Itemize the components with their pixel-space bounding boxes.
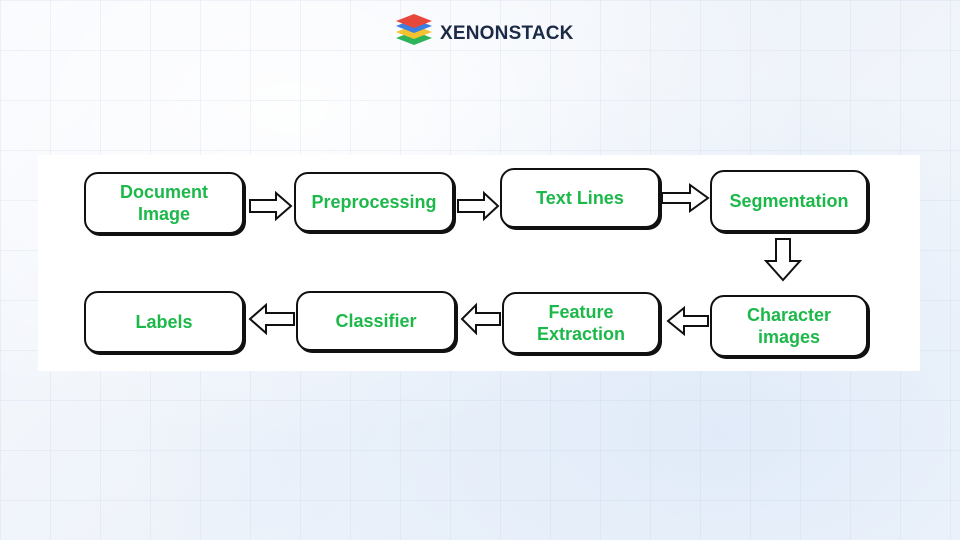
node-labels: Labels — [84, 291, 244, 353]
node-label: Labels — [135, 312, 193, 332]
node-label: Character images — [746, 305, 832, 347]
arrow-document-to-preprocessing — [249, 190, 293, 222]
node-feature-extraction: Feature Extraction — [502, 292, 660, 354]
xenonstack-logo-icon — [396, 14, 432, 45]
node-label: Classifier — [335, 311, 417, 331]
arrow-segmentation-to-character-images — [763, 238, 803, 282]
brand-header: XENONSTACK — [394, 14, 574, 54]
node-label: Document Image — [119, 182, 208, 224]
arrow-preprocessing-to-text-lines — [457, 190, 500, 222]
node-text-lines: Text Lines — [500, 168, 660, 228]
arrow-feature-extraction-to-classifier — [460, 302, 501, 336]
node-label: Feature Extraction — [536, 302, 626, 344]
brand-name: XENONSTACK — [440, 23, 574, 44]
node-character-images: Character images — [710, 295, 868, 357]
node-preprocessing: Preprocessing — [294, 172, 454, 232]
node-document-image: Document Image — [84, 172, 244, 234]
node-segmentation: Segmentation — [710, 170, 868, 232]
node-label: Segmentation — [729, 191, 849, 211]
node-label: Text Lines — [536, 188, 624, 208]
node-label: Preprocessing — [311, 192, 437, 212]
node-classifier: Classifier — [296, 291, 456, 351]
arrow-classifier-to-labels — [248, 302, 295, 336]
arrow-character-images-to-feature-extraction — [666, 305, 709, 337]
diagram-panel: Document Image Preprocessing Text Lines … — [38, 155, 920, 371]
flow-arrows — [248, 183, 803, 337]
arrow-text-lines-to-segmentation — [661, 183, 710, 213]
